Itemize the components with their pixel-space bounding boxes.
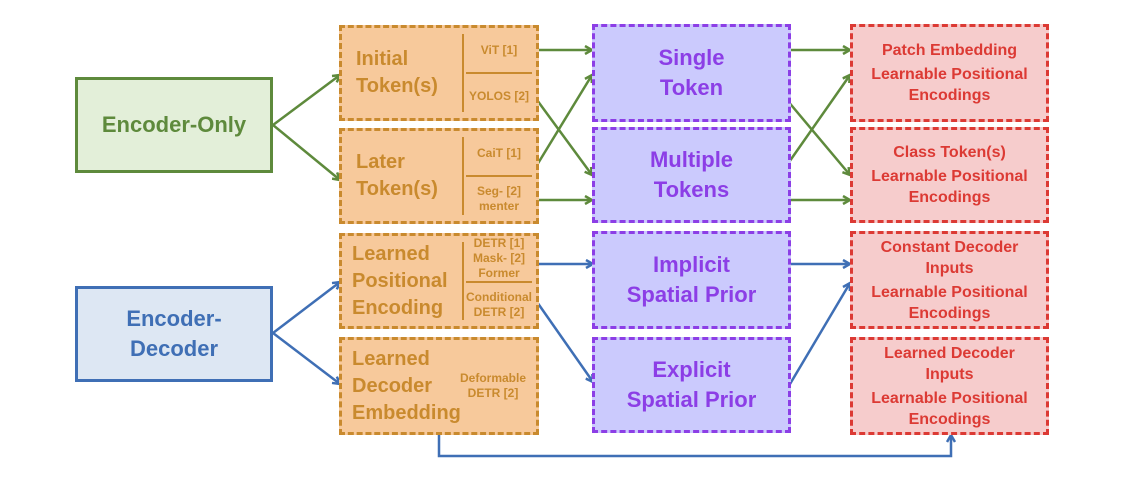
learned-decoder-embedding-box: Learned Decoder Embedding Deformable DET… <box>339 337 539 435</box>
patch-embedding-title: Patch Embedding <box>881 42 1018 59</box>
divider <box>462 242 464 320</box>
implicit-spatial-prior-label: Implicit Spatial Prior <box>626 252 757 307</box>
constant-decoder-inputs-title: Constant Decoder Inputs <box>880 238 1019 277</box>
encoder-only-box: Encoder-Only <box>75 77 273 173</box>
edge-encoder-decoder-to-learned-pos-enc <box>272 282 340 334</box>
constant-decoder-inputs-box: Constant Decoder Inputs Learnable Positi… <box>850 231 1049 329</box>
edge-single-to-class <box>786 99 850 175</box>
class-tokens-title: Class Token(s) <box>893 144 1006 161</box>
learned-decoder-inputs-box: Learned Decoder Inputs Learnable Positio… <box>850 337 1049 435</box>
implicit-spatial-prior-box: Implicit Spatial Prior <box>592 231 791 329</box>
constant-decoder-inputs-subtitle: Learnable Positional Encodings <box>871 283 1028 322</box>
divider <box>462 34 464 112</box>
divider <box>466 72 532 74</box>
class-tokens-subtitle: Learnable Positional Encodings <box>871 168 1028 206</box>
learned-decoder-embedding-label: Learned Decoder Embedding <box>352 347 461 424</box>
single-token-box: Single Token <box>592 24 791 122</box>
encoder-decoder-label: Encoder- Decoder <box>126 306 222 361</box>
explicit-spatial-prior-box: Explicit Spatial Prior <box>592 337 791 433</box>
ref-conditional-detr: Conditional DETR [2] <box>466 289 532 319</box>
explicit-spatial-prior-label: Explicit Spatial Prior <box>626 357 757 412</box>
edge-learned-pos-to-explicit <box>535 301 593 382</box>
ref-detr-maskformer: DETR [1] Mask- [2] Former <box>472 236 525 280</box>
divider <box>466 175 532 177</box>
edge-encoder-only-to-later-tokens <box>272 124 340 180</box>
edge-explicit-to-constant <box>788 283 850 385</box>
initial-tokens-label: Initial Token(s) <box>356 48 438 97</box>
learned-positional-encoding-box: Learned Positional Encoding DETR [1] Mas… <box>339 233 539 329</box>
edge-later-to-single <box>535 75 592 166</box>
later-tokens-box: Later Token(s) CaiT [1] Seg- [2] menter <box>339 128 539 224</box>
edge-learned-dec-emb-to-learned-decoder <box>437 433 951 458</box>
edge-initial-to-multiple <box>535 99 592 175</box>
learned-decoder-inputs-title: Learned Decoder Inputs <box>884 344 1015 383</box>
ref-cait: CaiT [1] <box>476 145 521 160</box>
edge-encoder-only-to-initial-tokens <box>272 75 340 127</box>
ref-deformable-detr: Deformable DETR [2] <box>459 371 527 400</box>
edge-multiple-to-patch <box>785 75 850 166</box>
patch-embedding-subtitle: Learnable Positional Encodings <box>871 66 1028 104</box>
initial-tokens-box: Initial Token(s) ViT [1] YOLOS [2] <box>339 25 539 121</box>
ref-vit: ViT [1] <box>480 42 518 57</box>
ref-segmenter: Seg- [2] menter <box>476 184 521 213</box>
divider <box>466 281 532 283</box>
encoder-only-label: Encoder-Only <box>101 112 247 137</box>
ref-yolos: YOLOS [2] <box>468 88 529 103</box>
single-token-label: Single Token <box>658 45 725 100</box>
class-tokens-box: Class Token(s) Learnable Positional Enco… <box>850 127 1049 223</box>
multiple-tokens-box: Multiple Tokens <box>592 127 791 223</box>
multiple-tokens-label: Multiple Tokens <box>649 147 734 202</box>
later-tokens-label: Later Token(s) <box>356 151 438 200</box>
learned-positional-encoding-label: Learned Positional Encoding <box>352 242 448 319</box>
divider <box>462 137 464 215</box>
learned-decoder-inputs-subtitle: Learnable Positional Encodings <box>871 389 1028 428</box>
encoder-decoder-box: Encoder- Decoder <box>75 286 273 382</box>
edge-encoder-decoder-to-learned-dec-emb <box>272 332 340 384</box>
patch-embedding-box: Patch Embedding Learnable Positional Enc… <box>850 24 1049 122</box>
